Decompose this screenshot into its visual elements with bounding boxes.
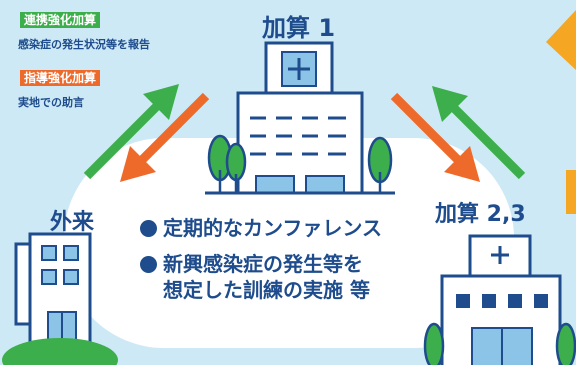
shidou-badge: 指導強化加算 (20, 70, 101, 86)
activity-list: 定期的なカンファレンス 新興感染症の発生等を 想定した訓練の実施 等 (140, 215, 382, 303)
list-item: 新興感染症の発生等を (140, 251, 382, 277)
list-item-continuation: 想定した訓練の実施 等 (140, 277, 382, 303)
arrow-green-left-icon (83, 84, 179, 180)
list-item: 定期的なカンファレンス (140, 215, 382, 241)
accent-triangle-icon (546, 10, 576, 70)
bullet-icon (140, 256, 157, 273)
outpatient-clinic-icon (2, 232, 118, 365)
renkei-caption: 感染症の発生状況等を報告 (18, 38, 150, 51)
renkei-badge: 連携強化加算 (20, 12, 101, 28)
main-building-label: 加算 1 (262, 14, 336, 42)
arrow-green-right-icon (432, 86, 526, 180)
bullet-text-training-2: 想定した訓練の実施 等 (163, 278, 370, 302)
main-hospital-building-icon (205, 41, 395, 195)
bullet-text-conference: 定期的なカンファレンス (163, 216, 382, 240)
arrow-orange-right-icon (390, 92, 480, 182)
kasan-2-3-hospital-icon (423, 234, 576, 365)
bullet-icon (140, 220, 157, 237)
accent-bar (566, 170, 576, 214)
arrow-orange-left-icon (120, 92, 210, 182)
outpatient-label: 外来 (50, 210, 95, 235)
other-building-label: 加算 2,3 (435, 202, 526, 227)
bullet-text-training-1: 新興感染症の発生等を (163, 252, 363, 276)
shidou-caption: 実地での助言 (18, 96, 84, 109)
